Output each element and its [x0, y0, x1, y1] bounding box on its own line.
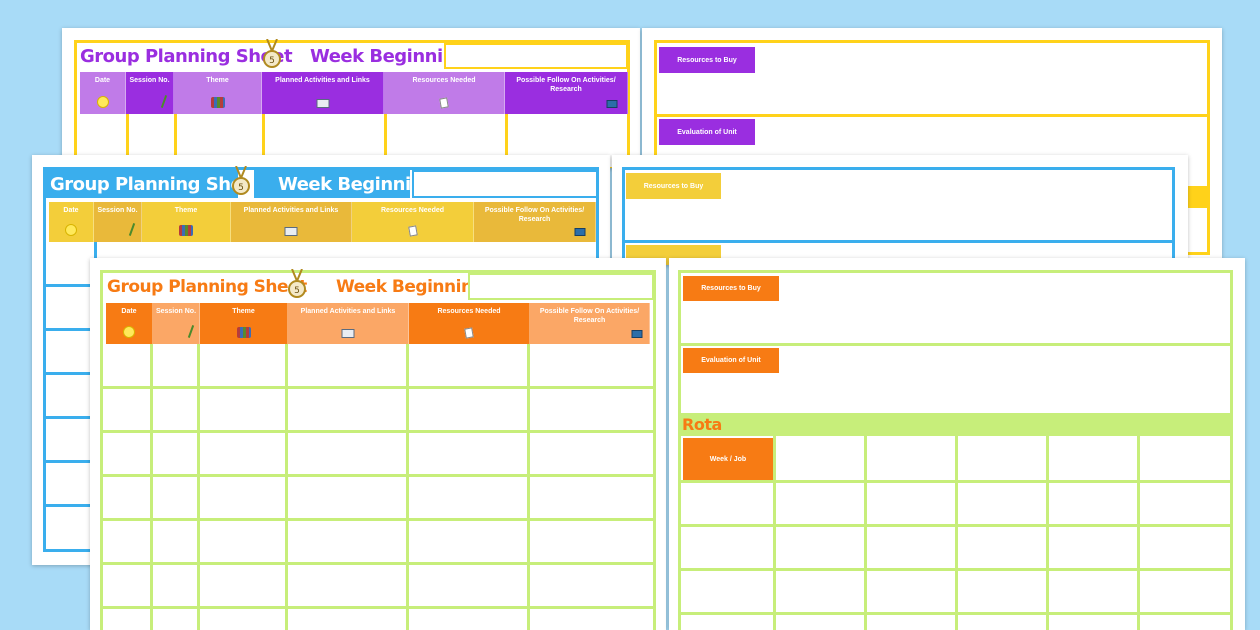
sheet-frame	[100, 270, 656, 630]
week-beginning-field[interactable]	[412, 170, 598, 198]
resources-sheet-orange[interactable]: Resources to Buy Evaluation of Unit Rota…	[669, 258, 1245, 630]
rota-table[interactable]	[681, 436, 1233, 630]
evaluation-label: Evaluation of Unit	[659, 119, 755, 145]
evaluation-box[interactable]	[779, 346, 1230, 411]
book-icon	[316, 99, 329, 108]
col-resources: Resources Needed	[352, 202, 474, 242]
svg-text:5: 5	[269, 56, 275, 66]
sun-icon	[65, 224, 77, 236]
col-theme: Theme	[200, 303, 288, 344]
evaluation-label: Evaluation of Unit	[683, 348, 779, 373]
table-header: Date Session No. Theme Planned Activitie…	[106, 303, 650, 344]
sheet-title: Group Planning Sheet	[107, 277, 307, 297]
col-theme: Theme	[142, 202, 231, 242]
week-beginning-label: Week Beginning	[278, 174, 436, 195]
book-icon	[341, 329, 355, 338]
col-planned: Planned Activities and Links	[288, 303, 409, 344]
week-beginning-label: Week Beginning	[336, 277, 485, 297]
col-resources: Resources Needed	[409, 303, 530, 344]
resources-to-buy-box[interactable]	[779, 273, 1230, 343]
sun-icon	[96, 96, 109, 108]
table-header: Date Session No. Theme Planned Activitie…	[80, 72, 628, 114]
paper-icon	[407, 225, 418, 237]
laptop-icon	[631, 330, 643, 338]
medal-icon: 5	[262, 38, 282, 74]
svg-text:5: 5	[238, 183, 244, 193]
col-date: Date	[106, 303, 153, 344]
col-resources: Resources Needed	[384, 72, 505, 114]
pencil-icon	[187, 325, 194, 338]
medal-icon: 5	[231, 165, 251, 201]
col-session: Session No.	[126, 72, 174, 114]
sheet-frame	[678, 270, 1233, 630]
col-theme: Theme	[174, 72, 262, 114]
book-icon	[284, 227, 298, 236]
people-icon	[179, 225, 193, 236]
resources-sheet-blue: Resources to Buy	[612, 155, 1188, 265]
col-follow-on: Possible Follow On Activities/ Research	[474, 202, 596, 242]
col-planned: Planned Activities and Links	[262, 72, 384, 114]
col-session: Session No.	[153, 303, 200, 344]
people-icon	[210, 97, 225, 108]
svg-text:5: 5	[294, 286, 300, 296]
table-body	[80, 114, 628, 168]
col-date: Date	[80, 72, 126, 114]
paper-icon	[439, 97, 449, 109]
pencil-icon	[160, 95, 167, 108]
col-date: Date	[49, 202, 94, 242]
sun-icon	[123, 326, 135, 338]
sheet-title: Group Planning Sheet	[50, 174, 263, 195]
planning-sheet-orange[interactable]: Group Planning Sheet 5 Week Beginning Da…	[90, 258, 666, 630]
week-beginning-field[interactable]	[444, 43, 628, 69]
col-planned: Planned Activities and Links	[231, 202, 352, 242]
week-beginning-field[interactable]	[468, 273, 654, 300]
col-session: Session No.	[94, 202, 142, 242]
people-icon	[236, 327, 251, 338]
pencil-icon	[128, 223, 135, 236]
sheet-title: Group Planning Sheet	[80, 46, 293, 67]
resources-to-buy-label: Resources to Buy	[626, 173, 721, 199]
week-beginning-label: Week Beginning	[310, 46, 468, 67]
planning-sheet-purple: Group Planning Sheet 5 Week Beginning Da…	[62, 28, 640, 168]
rota-title: Rota	[682, 415, 722, 434]
table-header: Date Session No. Theme Planned Activitie…	[49, 202, 596, 242]
paper-icon	[464, 327, 474, 339]
resources-to-buy-label: Resources to Buy	[659, 47, 755, 73]
medal-icon: 5	[287, 268, 307, 304]
laptop-icon	[574, 228, 586, 236]
col-follow-on: Possible Follow On Activities/ Research	[530, 303, 650, 344]
laptop-icon	[606, 100, 618, 108]
col-follow-on: Possible Follow On Activities/ Research	[505, 72, 628, 114]
resources-to-buy-label: Resources to Buy	[683, 276, 779, 301]
table-body[interactable]	[103, 344, 653, 630]
week-job-cell: Week / Job	[683, 438, 773, 480]
